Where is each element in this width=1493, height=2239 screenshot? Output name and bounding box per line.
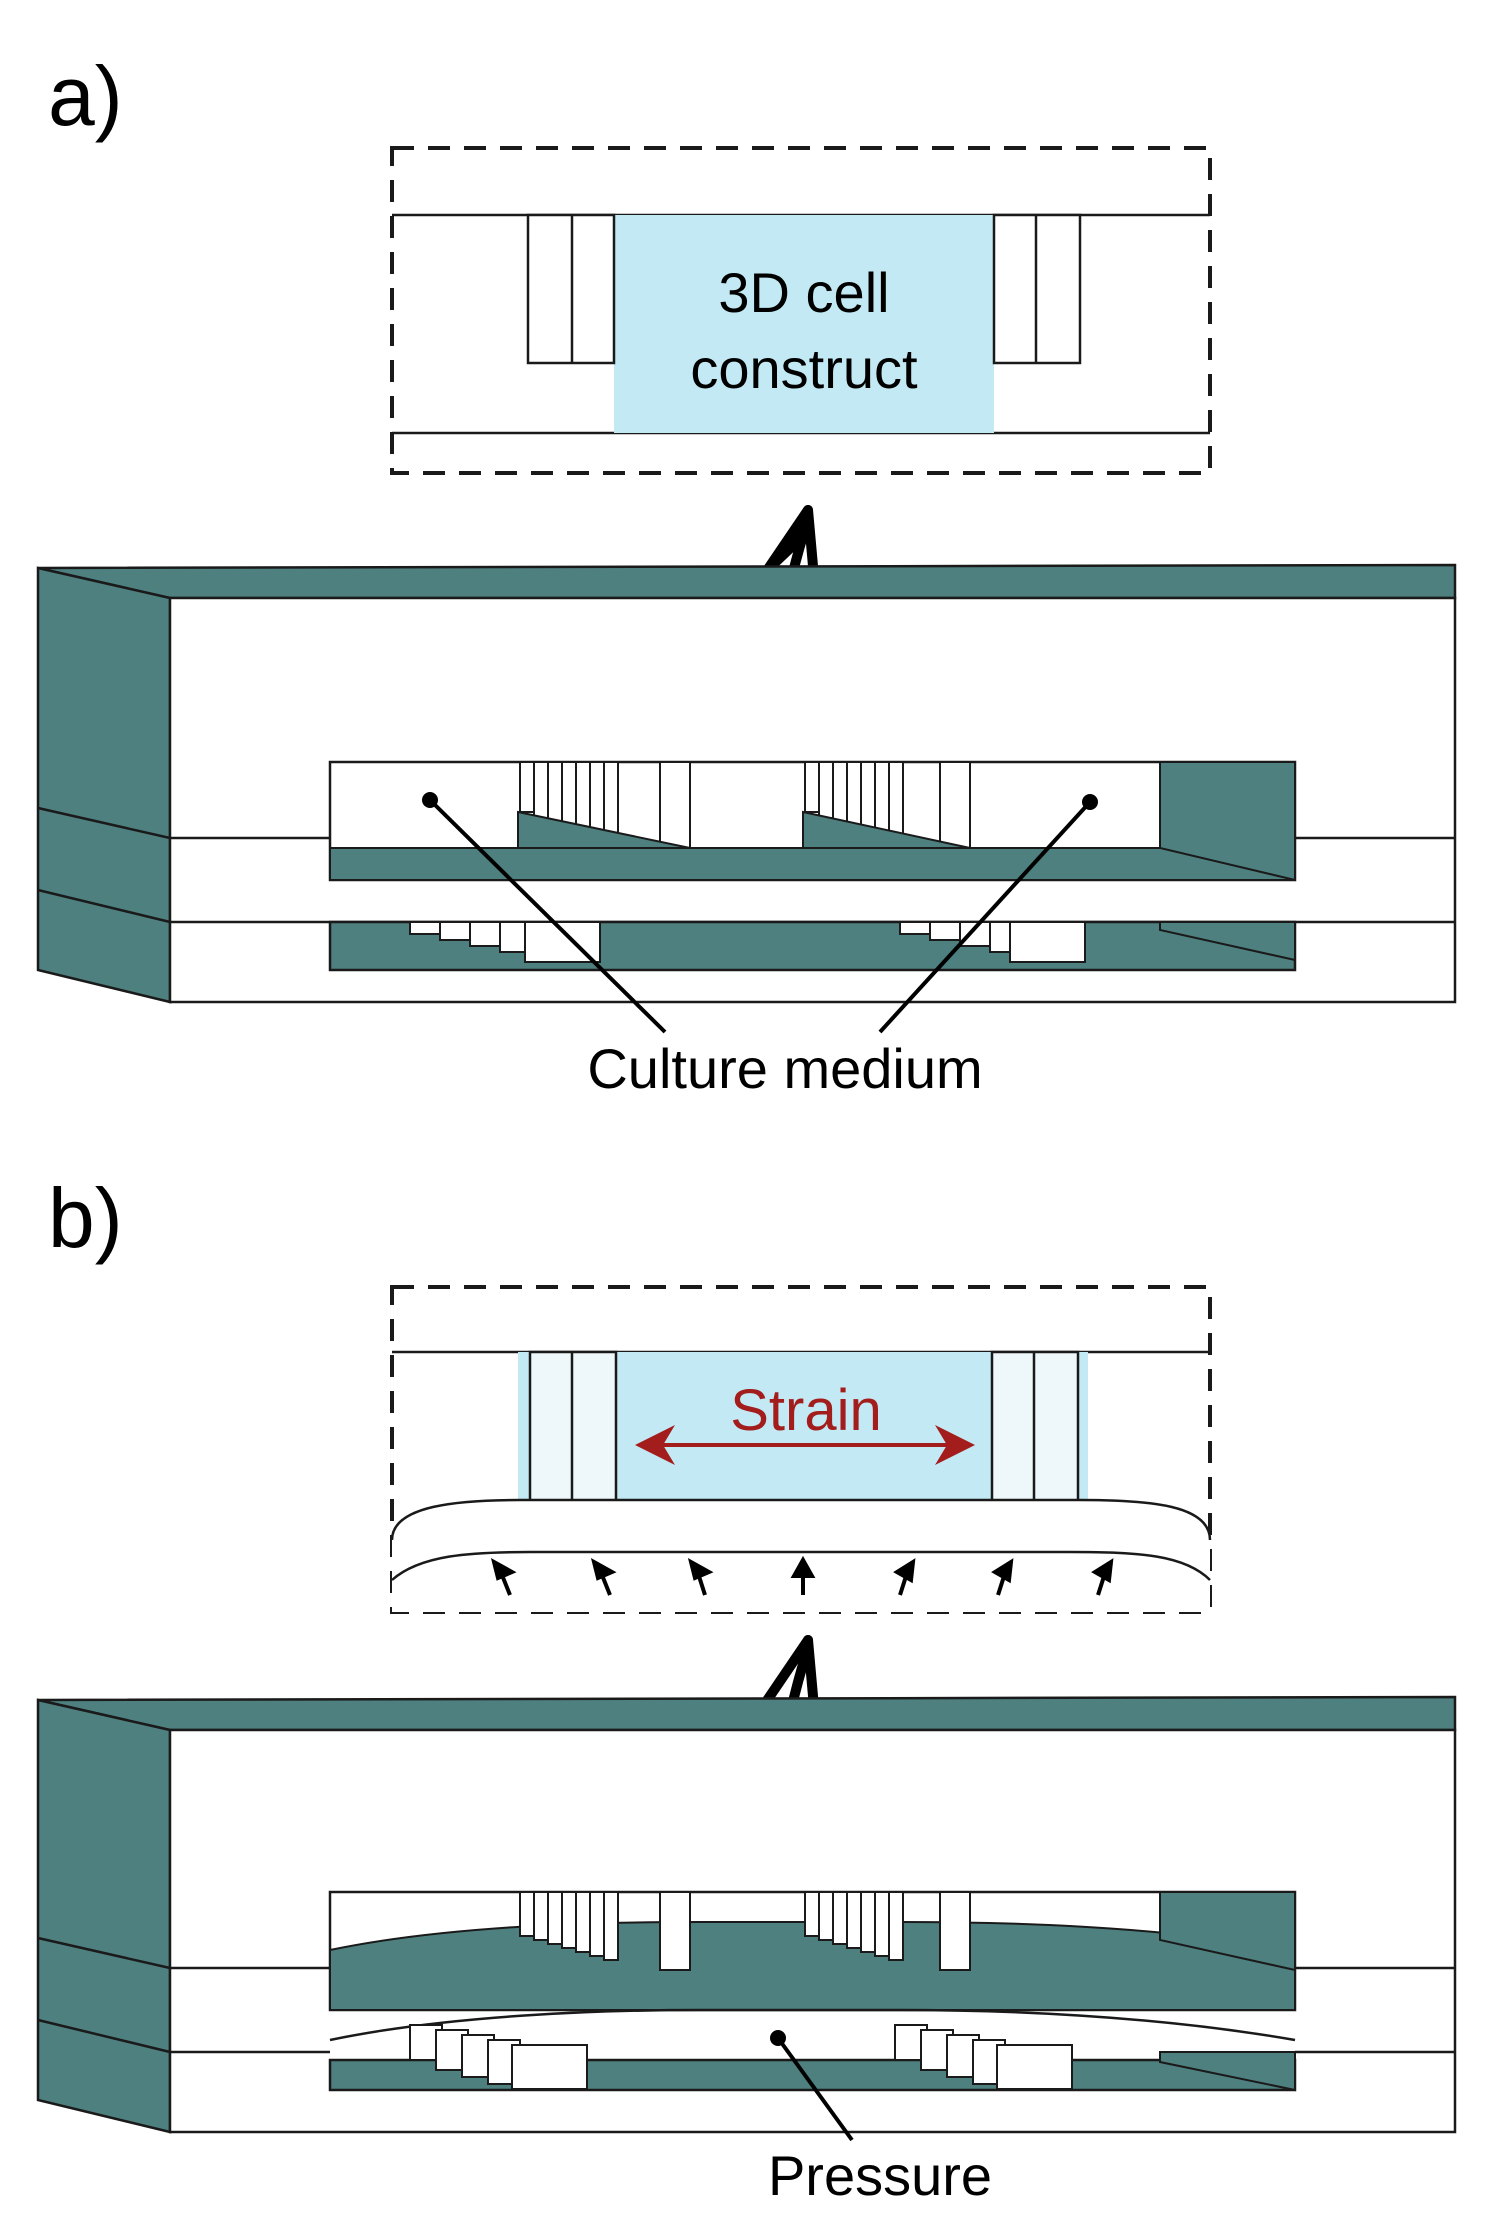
inset-a-cell-construct (614, 215, 994, 433)
device-a (36, 563, 1457, 1034)
panel-a-label: a) (48, 49, 123, 143)
inset-a-text-line1: 3D cell (718, 261, 889, 324)
inset-a: 3D cell construct (390, 146, 1212, 475)
inset-b-pressure-arrows (490, 1555, 1114, 1596)
callout-pressure: Pressure (768, 2144, 992, 2207)
inset-b-membrane (392, 1500, 1210, 1612)
inset-a-text-line2: construct (690, 337, 918, 400)
strain-label: Strain (730, 1378, 882, 1443)
device-b-left-face (36, 1698, 172, 2134)
callout-culture-medium: Culture medium (587, 1037, 982, 1100)
inset-a-dashed-frame (390, 146, 1212, 475)
device-b-posts-left (519, 1891, 691, 1971)
device-a-posts-right (804, 761, 971, 849)
device-b-posts-right (804, 1891, 971, 1971)
inset-b: Strain (390, 1285, 1212, 1614)
device-a-top-face (37, 563, 1457, 600)
device-b (36, 1695, 1457, 2142)
device-a-left-face (36, 566, 172, 1004)
panel-b-label: b) (48, 1171, 123, 1265)
device-b-top-face (37, 1695, 1457, 1732)
